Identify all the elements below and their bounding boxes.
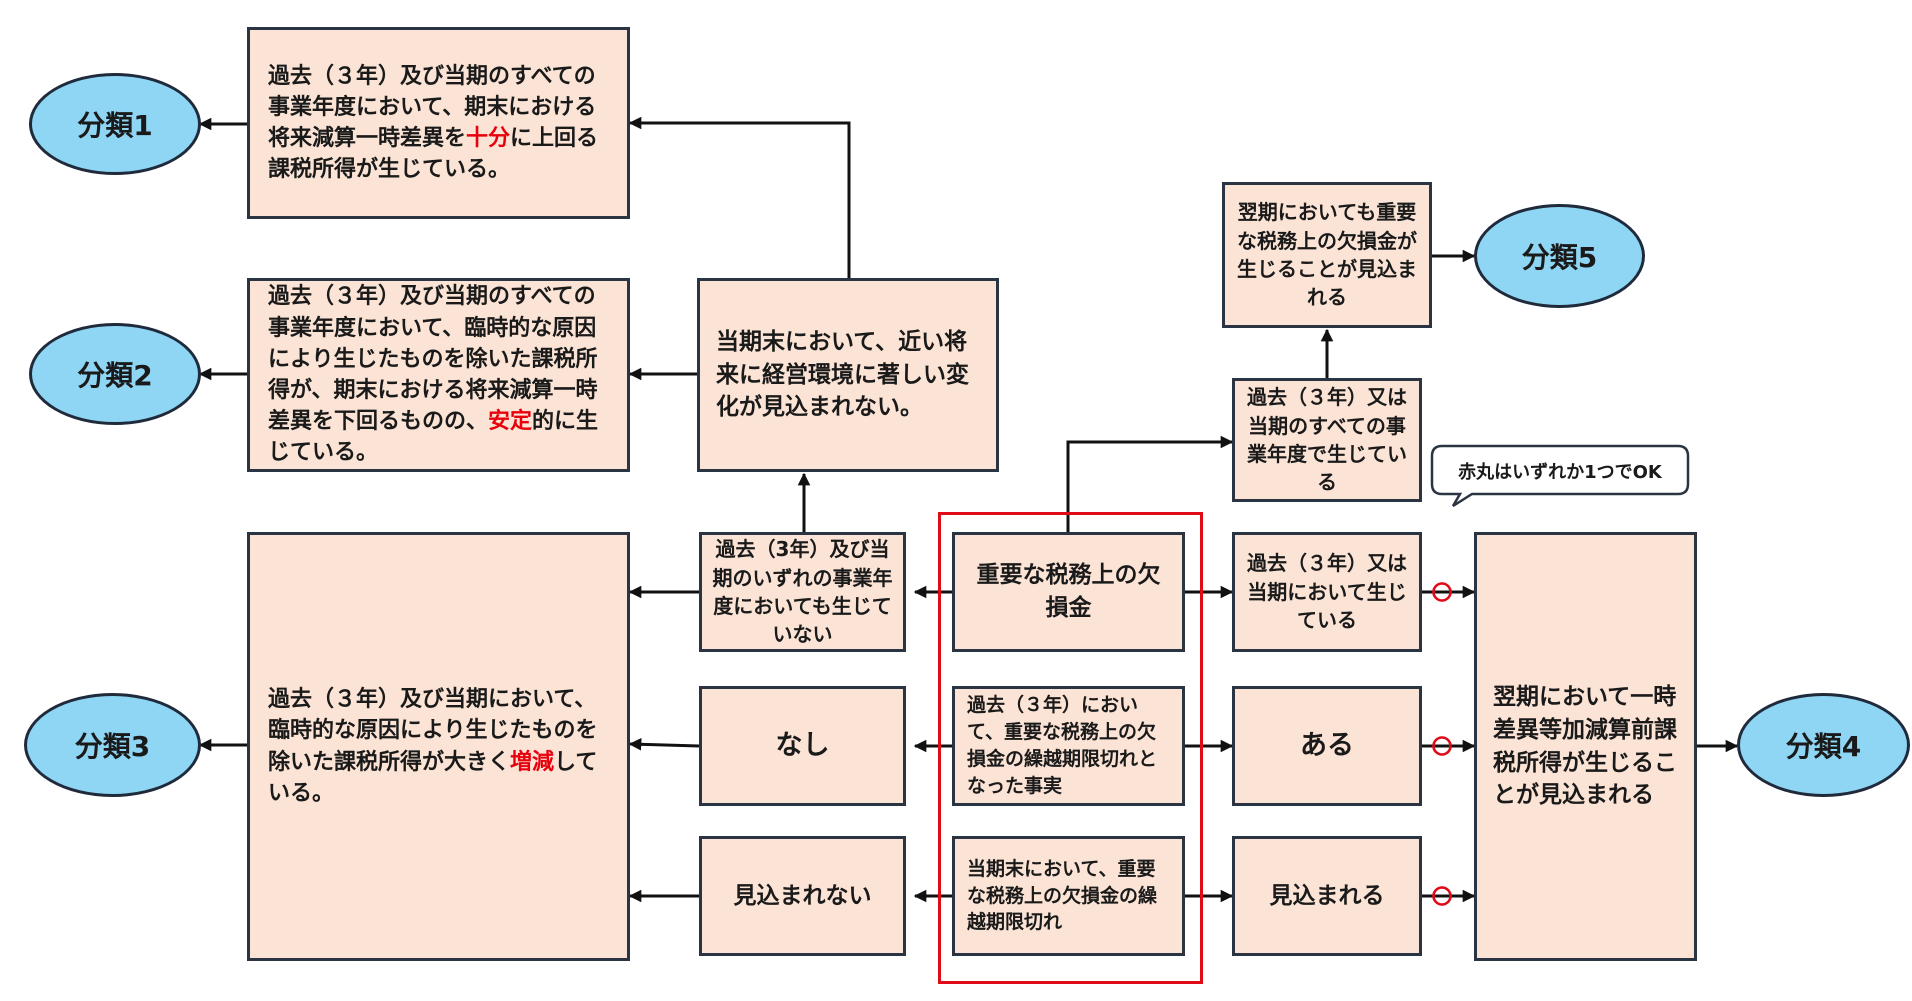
- condition-text: 過去（３年）及び当期のすべての事業年度において、臨時的な原因により生じたものを除…: [268, 284, 598, 435]
- center-group-frame: [938, 512, 1203, 984]
- next-year-income-box: 翌期において一時差異等加減算前課税所得が生じることが見込まれる: [1474, 532, 1697, 961]
- highlight-text: 十分: [466, 126, 511, 151]
- highlight-text: 安定: [488, 409, 533, 435]
- highlight-text: 増減: [510, 749, 555, 775]
- no-major-change-box: 当期末において、近い将来に経営環境に著しい変化が見込まれない。: [697, 278, 999, 472]
- condition-text: 過去（３年）及び当期のすべての事業年度において、期末における将来減算一時差異を: [268, 63, 597, 151]
- arrow-none-to-class3: [628, 738, 700, 751]
- condition-text: 的に生じている。: [268, 409, 599, 466]
- expected-box: 見込まれる: [1232, 836, 1422, 956]
- red-circle-marker: [1432, 886, 1452, 906]
- callout-bubble: [1430, 444, 1690, 508]
- arrow-change-to-class1: [628, 116, 851, 278]
- exists-box: ある: [1232, 686, 1422, 806]
- loss-expiring-current-box: 当期末において、重要な税務上の欠損金の繰越期限切れ: [952, 836, 1185, 956]
- not-occurred-any-year-box: 過去（3年）及び当期のいずれの事業年度においても生じていない: [699, 532, 906, 652]
- occurred-all-years-box: 過去（３年）又は当期のすべての事業年度で生じている: [1232, 378, 1422, 502]
- condition-text: している。: [268, 749, 598, 806]
- classification-4: 分類4: [1737, 693, 1910, 797]
- loss-expired-fact-box: 過去（３年）において、重要な税務上の欠損金の繰越期限切れとなった事実: [952, 686, 1185, 806]
- classification-1: 分類1: [29, 73, 201, 175]
- classification-5: 分類5: [1474, 204, 1645, 308]
- red-circle-marker: [1432, 582, 1452, 602]
- major-tax-loss-box: 重要な税務上の欠損金: [952, 532, 1185, 652]
- class2-condition-box: 過去（３年）及び当期のすべての事業年度において、臨時的な原因により生じたものを除…: [247, 278, 630, 472]
- class3-condition-box: 過去（３年）及び当期において、臨時的な原因により生じたものを除いた課税所得が大き…: [247, 532, 630, 961]
- condition-text: に上回る課税所得が生じている。: [268, 126, 599, 183]
- arrow-loss-to-allyears: [1066, 435, 1234, 532]
- none-box: なし: [699, 686, 906, 806]
- red-circle-marker: [1432, 736, 1452, 756]
- classification-2: 分類2: [29, 323, 201, 425]
- occurred-any-year-box: 過去（３年）又は当期において生じている: [1232, 532, 1422, 652]
- classification-3: 分類3: [24, 693, 201, 797]
- condition-text: 過去（３年）及び当期において、臨時的な原因により生じたものを除いた課税所得が大き…: [268, 687, 598, 775]
- callout-text: 赤丸はいずれか1つでOK: [1458, 462, 1662, 483]
- class1-condition-box: 過去（３年）及び当期のすべての事業年度において、期末における将来減算一時差異を十…: [247, 27, 630, 219]
- not-expected-box: 見込まれない: [699, 836, 906, 956]
- next-year-loss-box: 翌期においても重要な税務上の欠損金が生じることが見込まれる: [1222, 182, 1432, 328]
